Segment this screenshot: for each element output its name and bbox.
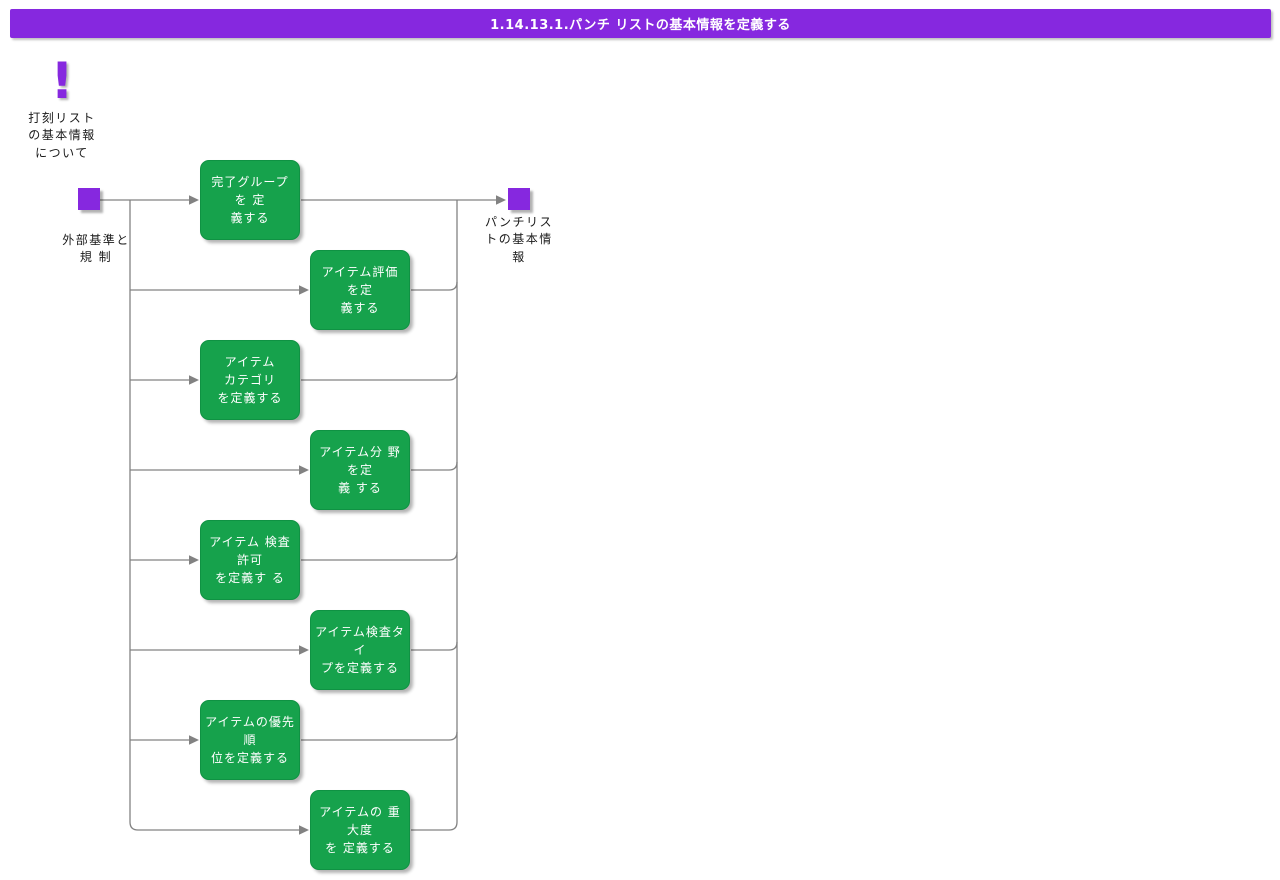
task-box-define-completion-group: 完了グループ を 定 義する [200,160,300,240]
start-node [78,188,100,210]
task-label: アイテム検査タ イ プを定義する [315,625,405,675]
arrowhead-icons [189,195,506,835]
task-box-define-item-discipline: アイテム分 野を定 義 する [310,430,410,510]
diagram-title-bar: 1.14.13.1.パンチ リストの基本情報を定義する [10,9,1271,38]
task-box-define-item-inspection-type: アイテム検査タ イ プを定義する [310,610,410,690]
task-label: アイテムの 重大度 を 定義する [319,805,401,855]
task-label: アイテム分 野を定 義 する [319,445,401,495]
task-box-define-item-category: アイテム カテゴリ を定義する [200,340,300,420]
task-label: アイテムの優先順 位を定義する [205,715,295,765]
diagram-title: 1.14.13.1.パンチ リストの基本情報を定義する [490,18,791,33]
task-label: アイテム カテゴリ を定義する [217,355,283,405]
start-node-label: 外部基準と 規 制 [62,233,130,265]
task-box-define-item-severity: アイテムの 重大度 を 定義する [310,790,410,870]
task-label: 完了グループ を 定 義する [211,175,289,225]
task-box-define-item-rating: アイテム評価 を定 義する [310,250,410,330]
task-label: アイテム評価 を定 義する [321,265,399,315]
end-node-label: パンチリス トの基本情 報 [484,215,554,264]
task-label: アイテム 検査許可 を定義す る [209,535,291,585]
note-label: 打刻リスト の基本情報 について [28,111,96,160]
end-node [508,188,530,210]
task-box-define-item-priority: アイテムの優先順 位を定義する [200,700,300,780]
exclamation-icon: ! [50,52,74,110]
task-box-define-item-inspection-permit: アイテム 検査許可 を定義す る [200,520,300,600]
